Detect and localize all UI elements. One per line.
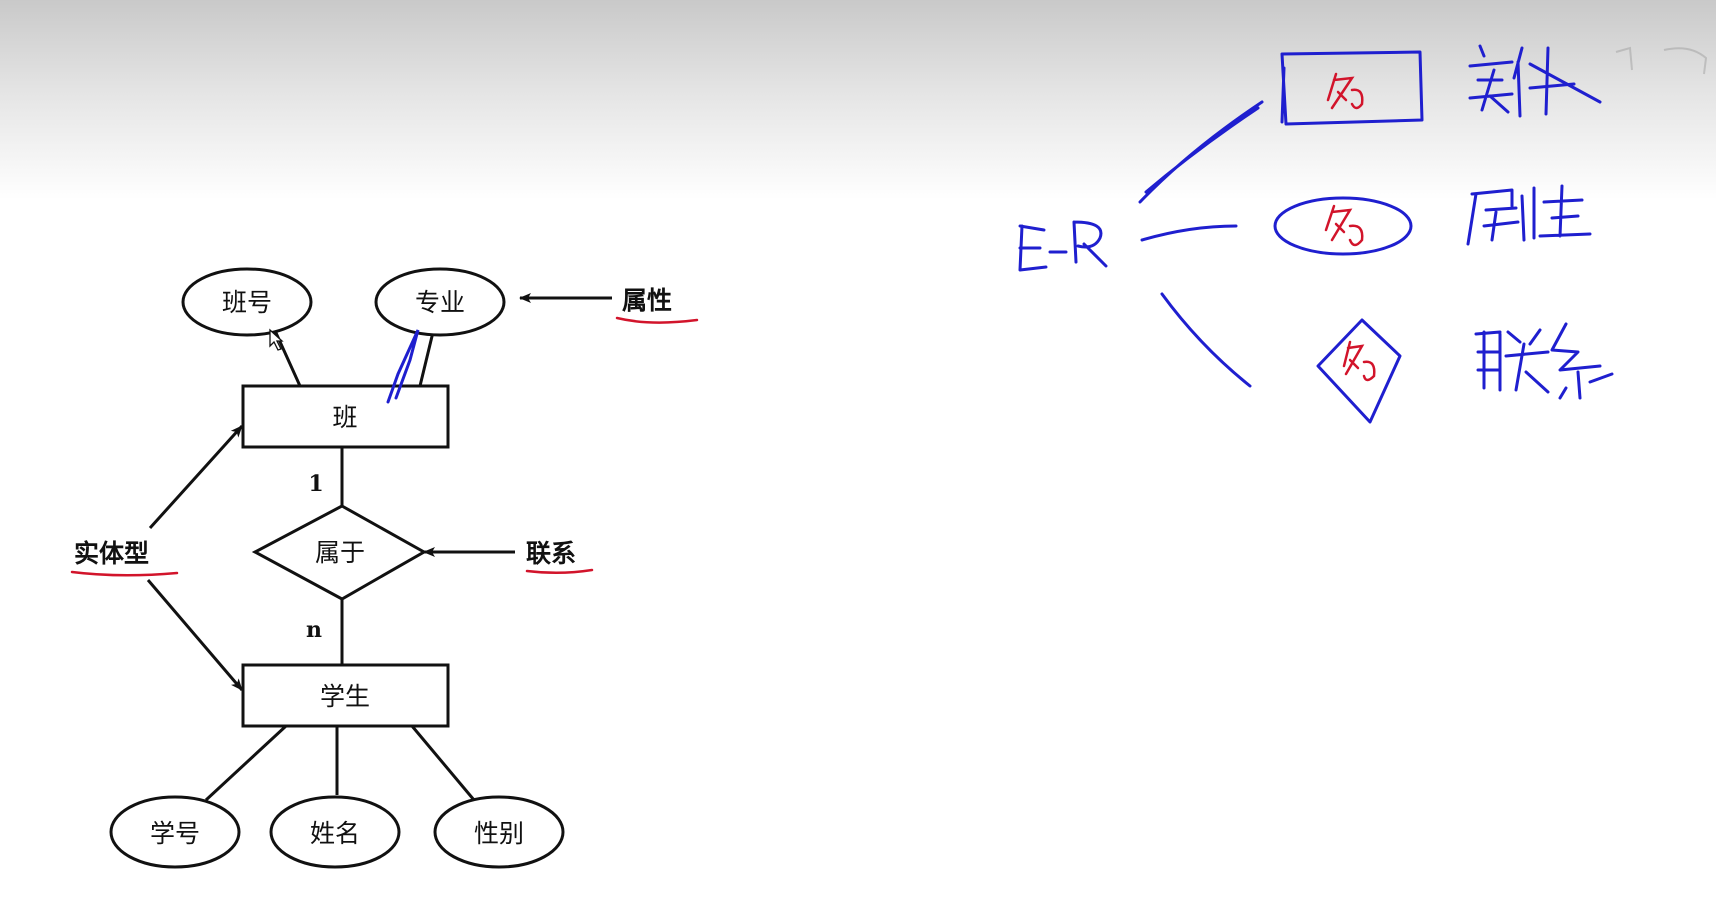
relationship-label: 属于: [315, 538, 365, 567]
attr-sid-label: 学号: [150, 819, 200, 848]
branch-to-attribute: [1140, 224, 1238, 242]
cardinality-top: 1: [308, 471, 323, 497]
entity-rect-symbol: [1280, 50, 1424, 126]
red-mark-attribute: [1324, 204, 1364, 247]
branch-to-relationship: [1160, 292, 1252, 388]
line-student-gender: [410, 725, 476, 801]
red-mark-relationship: [1342, 340, 1376, 382]
attribute-gender-ellipse: [433, 795, 565, 869]
attribute-major-ellipse: [374, 267, 506, 337]
handwritten-meaning-entity: [1468, 44, 1602, 118]
attribute-name-ellipse: [269, 795, 401, 869]
line-student-sid: [204, 724, 288, 802]
entity-class-label: 班: [332, 403, 357, 432]
attribute-classno-ellipse: [181, 267, 313, 337]
blue-scribble-major: [386, 329, 420, 404]
line-classno-class: [270, 323, 302, 387]
handwritten-meaning-relationship: [1474, 322, 1614, 400]
er-diagram: [109, 267, 612, 869]
callout-attribute: 属性: [622, 286, 672, 315]
attr-major-label: 专业: [415, 288, 465, 317]
line-major-class: [418, 327, 436, 387]
underline-entity-type: [70, 570, 179, 577]
relationship-diamond-symbol: [1316, 318, 1402, 424]
callout-relationship: 联系: [526, 539, 576, 568]
branch-to-entity: [1138, 100, 1264, 204]
underline-relationship: [525, 568, 594, 575]
mouse-cursor-icon: [269, 328, 284, 351]
red-mark-entity: [1326, 72, 1364, 110]
arrow-entitytype-to-class: [148, 424, 244, 530]
entity-student-label: 学生: [320, 682, 370, 711]
entity-class-box: [241, 384, 450, 449]
underline-attribute: [615, 316, 699, 324]
callout-entity-type: 实体型: [74, 539, 149, 568]
handwritten-notes: [1018, 44, 1614, 424]
attribute-sid-ellipse: [109, 795, 241, 869]
handwritten-meaning-attribute: [1466, 184, 1592, 246]
attr-gender-label: 性别: [474, 819, 524, 848]
entity-student-box: [241, 663, 450, 728]
cardinality-bottom: n: [306, 617, 322, 643]
attr-classno-label: 班号: [222, 288, 272, 317]
er-labels: 班号 专业 班 属于 学生 学号 姓名 性别 1 n: [150, 288, 524, 848]
attr-name-label: 姓名: [310, 819, 360, 848]
corner-watermark-icon: [1615, 46, 1708, 75]
handwritten-er-root: [1018, 220, 1108, 272]
attribute-ellipse-symbol: [1273, 196, 1413, 256]
red-underlines: [70, 316, 699, 577]
red-shape-marks: [1324, 72, 1376, 382]
arrow-entitytype-to-student: [146, 579, 244, 691]
relationship-diamond: [251, 504, 428, 601]
callout-labels: 属性 实体型 联系: [74, 286, 672, 568]
top-gradient-band: [0, 0, 1716, 200]
